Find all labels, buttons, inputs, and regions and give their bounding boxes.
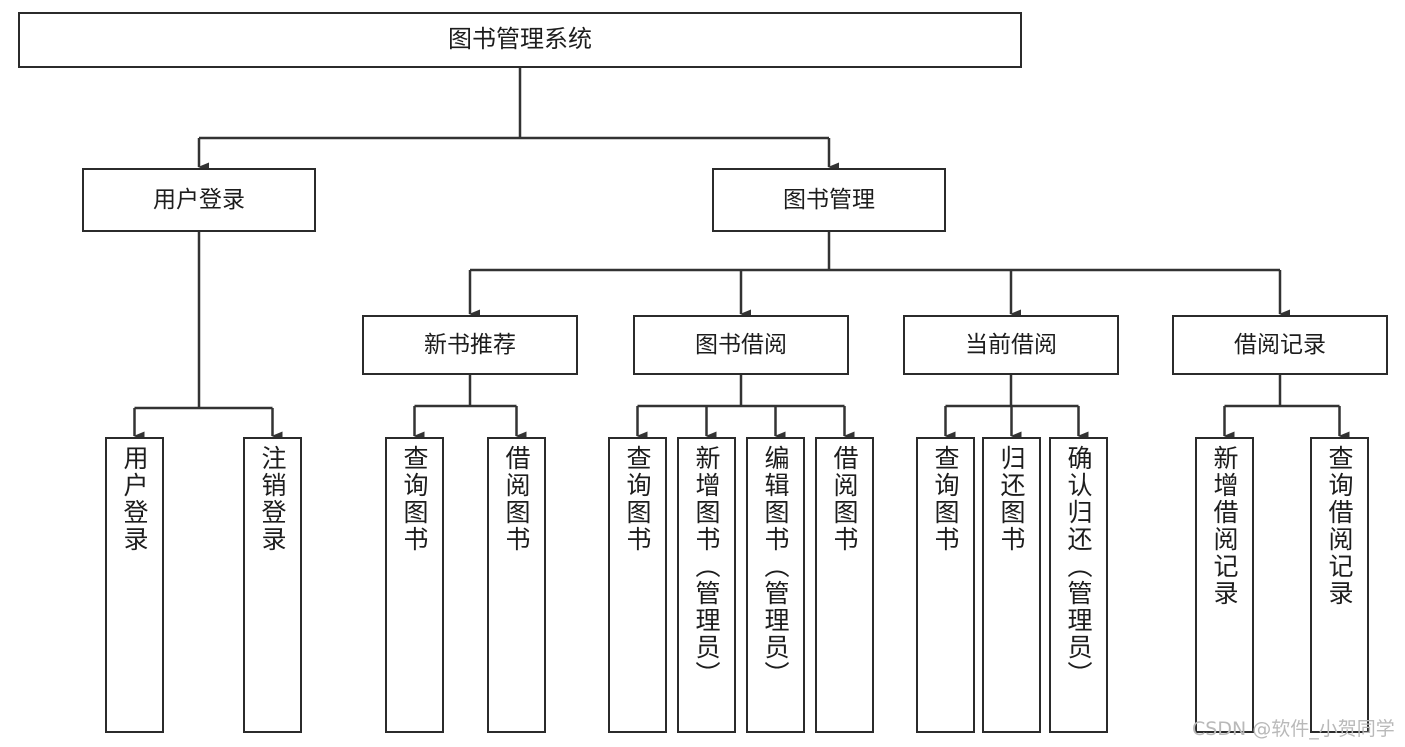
node-leaf-rec-add[interactable]: 新增借阅记录 (1195, 437, 1254, 733)
node-label-current-borrow: 当前借阅 (965, 331, 1057, 358)
node-current-borrow[interactable]: 当前借阅 (903, 315, 1119, 375)
node-label-leaf-bor-add: 新增图书（管理员） (692, 445, 721, 688)
node-label-leaf-bor-query: 查询图书 (623, 445, 652, 553)
node-borrow-record[interactable]: 借阅记录 (1172, 315, 1388, 375)
node-book-manage[interactable]: 图书管理 (712, 168, 946, 232)
node-leaf-bor-edit[interactable]: 编辑图书（管理员） (746, 437, 805, 733)
node-leaf-user-login[interactable]: 用户登录 (105, 437, 164, 733)
node-leaf-rec-borrow[interactable]: 借阅图书 (487, 437, 546, 733)
node-label-borrow-record: 借阅记录 (1234, 331, 1326, 358)
node-new-book-rec[interactable]: 新书推荐 (362, 315, 578, 375)
node-label-leaf-user-logout: 注销登录 (258, 445, 287, 553)
node-leaf-rec-query2[interactable]: 查询借阅记录 (1310, 437, 1369, 733)
node-label-leaf-bor-borrow: 借阅图书 (830, 445, 859, 553)
node-root[interactable]: 图书管理系统 (18, 12, 1022, 68)
node-label-leaf-bor-edit: 编辑图书（管理员） (761, 445, 790, 688)
node-leaf-rec-query[interactable]: 查询图书 (385, 437, 444, 733)
node-label-leaf-cur-confirm: 确认归还（管理员） (1064, 445, 1093, 688)
node-label-leaf-cur-return: 归还图书 (997, 445, 1026, 553)
node-label-leaf-rec-add: 新增借阅记录 (1210, 445, 1239, 607)
node-label-leaf-rec-query2: 查询借阅记录 (1325, 445, 1354, 607)
node-leaf-cur-confirm[interactable]: 确认归还（管理员） (1049, 437, 1108, 733)
node-leaf-user-logout[interactable]: 注销登录 (243, 437, 302, 733)
node-leaf-cur-query[interactable]: 查询图书 (916, 437, 975, 733)
node-label-leaf-rec-query: 查询图书 (400, 445, 429, 553)
node-book-borrow[interactable]: 图书借阅 (633, 315, 849, 375)
node-label-book-manage: 图书管理 (783, 186, 875, 213)
node-label-leaf-cur-query: 查询图书 (931, 445, 960, 553)
node-user-login[interactable]: 用户登录 (82, 168, 316, 232)
node-label-leaf-user-login: 用户登录 (120, 445, 149, 553)
node-leaf-bor-query[interactable]: 查询图书 (608, 437, 667, 733)
node-label-leaf-rec-borrow: 借阅图书 (502, 445, 531, 553)
node-leaf-cur-return[interactable]: 归还图书 (982, 437, 1041, 733)
node-label-new-book-rec: 新书推荐 (424, 331, 516, 358)
node-label-user-login: 用户登录 (153, 186, 245, 213)
node-label-root: 图书管理系统 (448, 25, 592, 54)
node-leaf-bor-add[interactable]: 新增图书（管理员） (677, 437, 736, 733)
node-label-book-borrow: 图书借阅 (695, 331, 787, 358)
node-leaf-bor-borrow[interactable]: 借阅图书 (815, 437, 874, 733)
